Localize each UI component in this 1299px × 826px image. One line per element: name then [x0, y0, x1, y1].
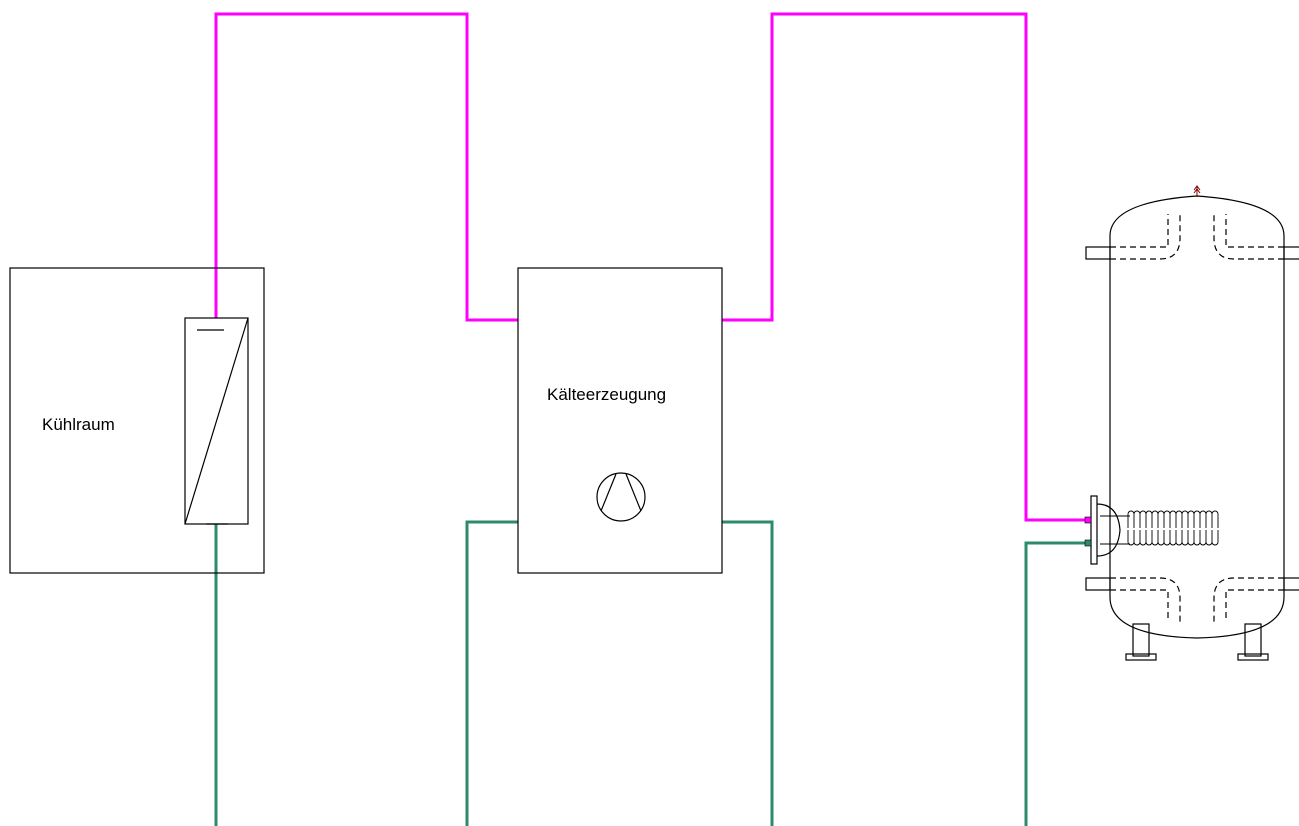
- compressor-icon: [596, 472, 646, 522]
- refrigeration-unit: Kälteerzeugung: [517, 267, 723, 574]
- supply-connector: [1084, 516, 1092, 524]
- supply-pipe-coldroom-to-unit: [214, 12, 518, 322]
- return-pipes: [214, 520, 1088, 826]
- return-pipe-unit-left: [465, 520, 518, 826]
- cold-room: Kühlraum: [9, 267, 265, 574]
- upper-nozzles: [1085, 214, 1299, 260]
- storage-tank-icon: [1084, 185, 1299, 661]
- cold-room-label: Kühlraum: [42, 415, 115, 434]
- return-pipe-unit-right: [722, 520, 774, 826]
- refrigeration-unit-label: Kälteerzeugung: [547, 385, 666, 404]
- supply-pipe-unit-to-tank: [722, 12, 1088, 522]
- supply-pipes: [214, 12, 1088, 522]
- refrigeration-unit-box: [517, 267, 723, 574]
- lower-nozzles: [1085, 577, 1299, 622]
- tank-shell: [1109, 195, 1285, 639]
- return-pipe-tank: [1024, 541, 1088, 826]
- coil-heat-exchanger-icon: [1084, 495, 1219, 565]
- return-connector: [1084, 539, 1092, 547]
- plate-heat-exchanger-icon: [184, 317, 249, 525]
- cold-room-box: [9, 267, 265, 574]
- vent-marker-icon: [1193, 185, 1201, 196]
- tank-legs: [1125, 623, 1269, 661]
